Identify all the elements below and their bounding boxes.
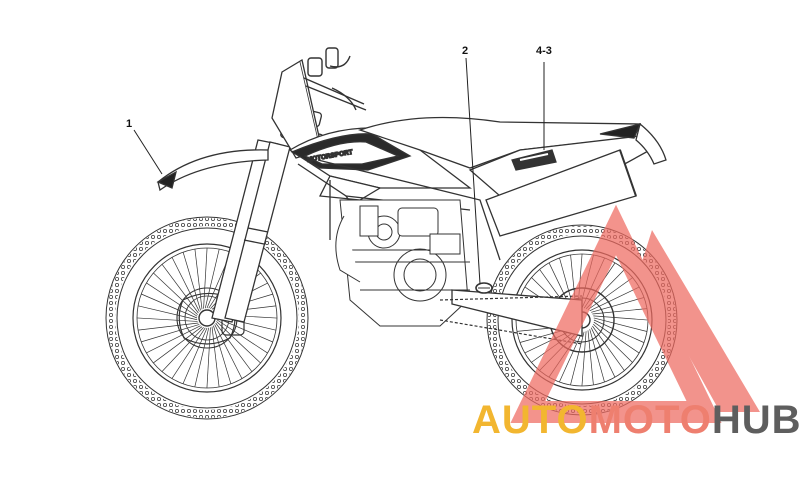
spoke xyxy=(590,327,616,378)
spoke xyxy=(194,249,203,310)
spoke xyxy=(136,317,198,322)
callout-2: 2 xyxy=(462,45,469,57)
spoke xyxy=(593,321,640,354)
spoke xyxy=(593,323,633,363)
callout-1: 1 xyxy=(126,118,133,130)
spoke xyxy=(182,252,201,311)
watermark-triangle xyxy=(510,204,760,423)
spoke xyxy=(570,331,585,386)
spoke xyxy=(587,330,594,386)
front-fender xyxy=(156,149,269,192)
spoke xyxy=(213,325,232,384)
engine xyxy=(335,199,470,327)
exhaust-muffler xyxy=(485,149,637,237)
leader-lines xyxy=(133,57,545,285)
spoke xyxy=(591,297,645,313)
spoke xyxy=(141,293,198,319)
spoke xyxy=(581,331,587,387)
watermark-part-moto: MOTO xyxy=(588,398,712,442)
callout-4-3: 4-3 xyxy=(536,45,552,57)
spoke xyxy=(593,315,649,321)
spoke xyxy=(204,248,220,309)
spoke xyxy=(171,327,206,379)
spoke xyxy=(203,247,208,309)
spoke xyxy=(216,321,261,364)
watermark-brand: AUTOMOTOHUB xyxy=(472,398,800,442)
spoke xyxy=(593,317,648,332)
spoke xyxy=(211,326,220,387)
spoke xyxy=(216,317,273,343)
spoke xyxy=(161,327,204,372)
spoke xyxy=(559,331,583,383)
spoke xyxy=(216,319,268,354)
front-wheel xyxy=(105,216,309,420)
spoke xyxy=(593,319,645,343)
watermark-part-auto: AUTO xyxy=(472,398,589,442)
spoke xyxy=(146,282,198,317)
spoke xyxy=(214,324,243,379)
spoke xyxy=(587,277,633,310)
spoke xyxy=(153,272,198,315)
spoke xyxy=(141,324,200,343)
spoke xyxy=(153,326,203,364)
spoke xyxy=(592,325,625,371)
handlebar xyxy=(303,47,367,111)
spoke xyxy=(146,325,201,354)
spoke xyxy=(206,327,211,389)
spoke xyxy=(589,286,640,312)
watermark-part-hub: HUB xyxy=(711,398,800,442)
spoke xyxy=(137,305,198,321)
spoke xyxy=(592,308,648,315)
spoke xyxy=(171,257,200,312)
spoke xyxy=(161,264,199,314)
spoke xyxy=(589,329,605,383)
spoke xyxy=(138,322,199,331)
spoke xyxy=(182,327,208,384)
rear-side-panel xyxy=(468,122,667,197)
spoke xyxy=(194,327,210,388)
